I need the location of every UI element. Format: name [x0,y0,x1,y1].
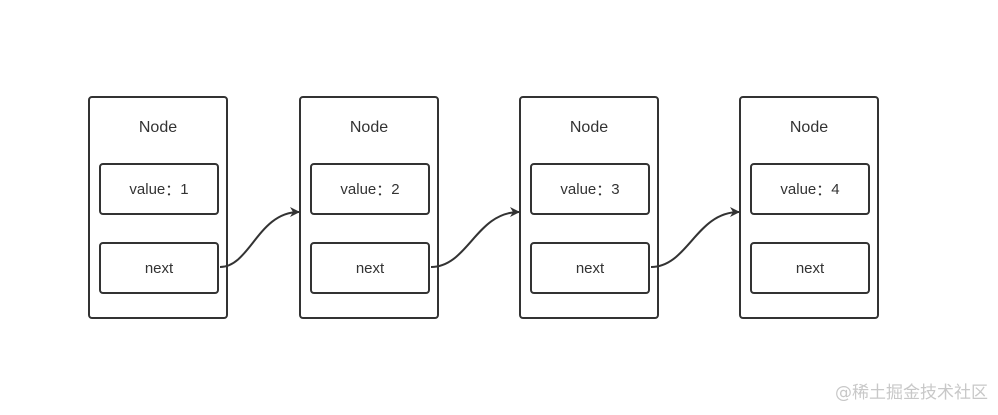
node-4: Node value：4 next [739,96,879,319]
node-3: Node value：3 next [519,96,659,319]
value-field: value：2 [310,163,430,215]
value-number: 4 [831,180,840,198]
value-field: value：3 [530,163,650,215]
value-field: value：4 [750,163,870,215]
watermark: @稀土掘金技术社区 [835,383,988,403]
node-1: Node value：1 next [88,96,228,319]
pointer-arrow-3-to-4 [650,207,740,268]
pointer-arrow-1-to-2 [219,207,300,268]
value-separator: ： [596,181,612,199]
next-label: next [795,259,825,277]
next-label: next [355,259,385,277]
value-number: 3 [611,180,620,198]
value-separator: ： [816,181,832,199]
next-field: next [750,242,870,294]
value-number: 2 [391,180,400,198]
next-label: next [575,259,605,277]
node-2: Node value：2 next [299,96,439,319]
value-label: value [560,180,597,198]
value-label: value [129,180,166,198]
node-title: Node [569,119,609,136]
value-separator: ： [376,181,392,199]
pointer-arrow-2-to-3 [430,207,520,268]
next-label: next [144,259,174,277]
value-separator: ： [165,181,181,199]
node-title: Node [349,119,389,136]
value-label: value [780,180,817,198]
node-title: Node [138,119,178,136]
next-field: next [530,242,650,294]
node-title: Node [789,119,829,136]
next-field: next [310,242,430,294]
next-field: next [99,242,219,294]
value-label: value [340,180,377,198]
value-number: 1 [180,180,189,198]
value-field: value：1 [99,163,219,215]
